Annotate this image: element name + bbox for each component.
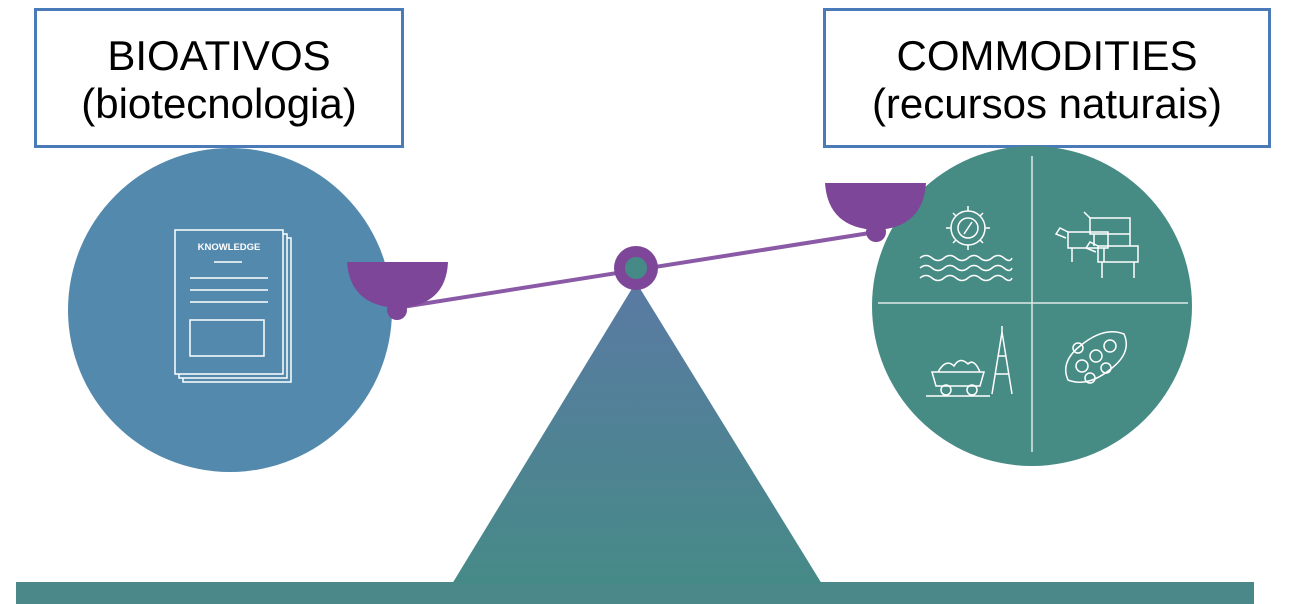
quadrant-dividers xyxy=(878,156,1188,452)
right-scale-pan xyxy=(825,183,926,242)
commodities-subtitle: (recursos naturais) xyxy=(871,80,1223,127)
bioativos-label-box: BIOATIVOS (biotecnologia) xyxy=(34,8,404,148)
gear-waves-icon xyxy=(919,206,1013,282)
ground-bar xyxy=(16,582,1254,604)
commodities-title: COMMODITIES xyxy=(896,32,1198,79)
bioativos-title: BIOATIVOS xyxy=(107,32,331,79)
fulcrum-triangle xyxy=(452,282,822,584)
commodities-label-box: COMMODITIES (recursos naturais) xyxy=(823,8,1271,148)
mining-cart-icon xyxy=(926,326,1013,397)
document-stack-icon xyxy=(174,229,292,383)
soybean-pod-icon xyxy=(1065,331,1127,384)
bioativos-subtitle: (biotecnologia) xyxy=(81,80,357,127)
livestock-icon xyxy=(1054,211,1139,278)
pivot-joint xyxy=(614,246,658,290)
document-heading: KNOWLEDGE xyxy=(198,242,261,253)
left-scale-pan xyxy=(347,262,448,320)
